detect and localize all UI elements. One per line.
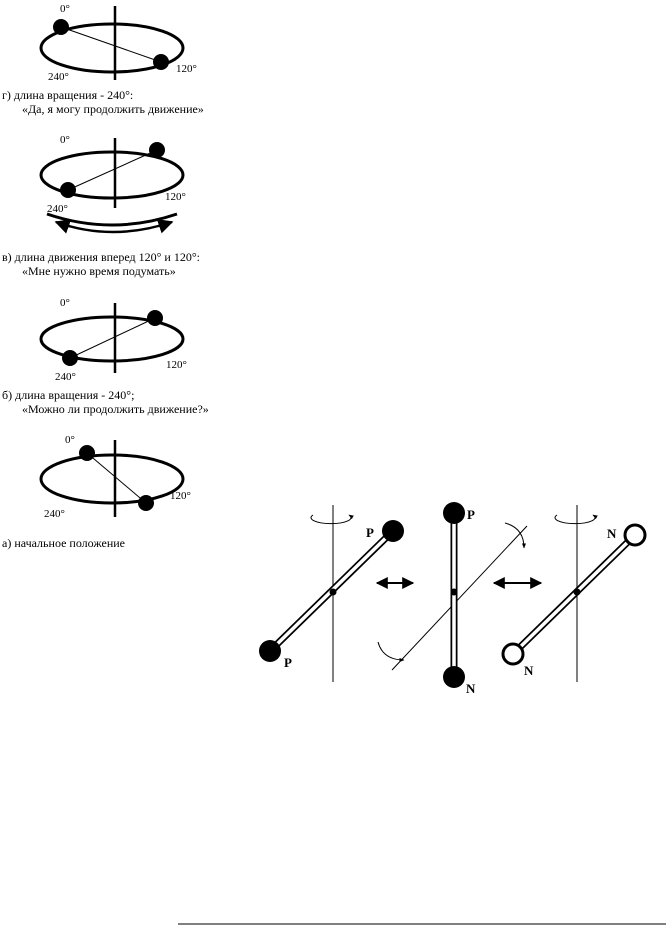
dipole-right: N N <box>501 505 647 682</box>
pole-ball-hollow <box>501 642 525 666</box>
caption-v-line1: в) длина движения вперед 120° и 120°: <box>2 250 200 264</box>
ball <box>60 182 76 198</box>
ball <box>62 350 78 366</box>
pole-label-top: P <box>467 507 475 522</box>
caption-g-line1: г) длина вращения - 240°: <box>2 88 133 102</box>
caption-g-line2: «Да, я могу продолжить движение» <box>22 102 204 116</box>
pole-ball <box>443 502 465 524</box>
angle-label-0: 0° <box>60 3 70 15</box>
ball <box>79 445 95 461</box>
pole-label-bottom: N <box>524 663 534 678</box>
ball <box>138 495 154 511</box>
diagonal-axis <box>391 525 528 671</box>
rotation-arrow-icon <box>310 514 354 525</box>
ball <box>147 310 163 326</box>
caption-v-line2: «Мне нужно время подумать» <box>22 264 176 278</box>
angle-label-120: 120° <box>165 191 186 203</box>
connecting-line <box>60 26 162 63</box>
orbit-ellipse <box>39 150 185 200</box>
pole-ball <box>443 666 465 688</box>
caption-b-line2: «Можно ли продолжить движение?» <box>22 402 209 416</box>
connecting-line <box>67 149 158 191</box>
ball <box>149 142 165 158</box>
angle-label-0: 0° <box>60 134 70 146</box>
pivot-point <box>573 588 581 596</box>
pole-label-bottom: N <box>466 681 476 696</box>
angle-label-240: 240° <box>47 203 68 215</box>
double-arrow-arc <box>54 219 174 234</box>
pole-label-bottom: P <box>284 655 292 670</box>
dipole-middle: P N <box>377 502 528 696</box>
swing-arc-outer <box>46 212 178 227</box>
rotation-arrow-icon <box>504 522 526 549</box>
angle-label-120: 120° <box>166 359 187 371</box>
pole-label-top: P <box>366 525 374 540</box>
dipole-left: P P <box>259 505 404 682</box>
stage-b-diagram: 0° 120° 240° <box>39 297 187 383</box>
rotation-arrow-icon <box>554 514 598 525</box>
pivot-point <box>329 588 337 596</box>
pole-ball <box>382 520 404 542</box>
pole-ball-hollow <box>623 523 647 547</box>
angle-label-0: 0° <box>65 434 75 446</box>
angle-label-120: 120° <box>170 490 191 502</box>
stage-v-diagram: 0° 120° 240° <box>39 134 186 234</box>
caption-b-line1: б) длина вращения - 240°; <box>2 388 134 402</box>
dipole-rod-fill <box>511 533 637 656</box>
orbit-ellipse <box>39 315 185 363</box>
ball <box>153 54 169 70</box>
angle-label-240: 240° <box>48 71 69 83</box>
pole-ball <box>259 640 281 662</box>
pivot-point <box>450 588 458 596</box>
pole-label-top: N <box>607 526 617 541</box>
stage-a-diagram: 0° 120° 240° <box>39 434 191 520</box>
angle-label-0: 0° <box>60 297 70 309</box>
rotation-arrow-icon <box>377 641 405 662</box>
orbit-ellipse <box>39 22 185 74</box>
connecting-line <box>86 452 147 504</box>
ball <box>53 19 69 35</box>
angle-label-240: 240° <box>55 371 76 383</box>
stage-g-diagram: 0° 120° 240° <box>39 3 197 83</box>
orbit-ellipse <box>39 453 185 505</box>
caption-a-line1: а) начальное положение <box>2 536 125 550</box>
connecting-line <box>69 317 156 359</box>
angle-label-240: 240° <box>44 508 65 520</box>
angle-label-120: 120° <box>176 63 197 75</box>
